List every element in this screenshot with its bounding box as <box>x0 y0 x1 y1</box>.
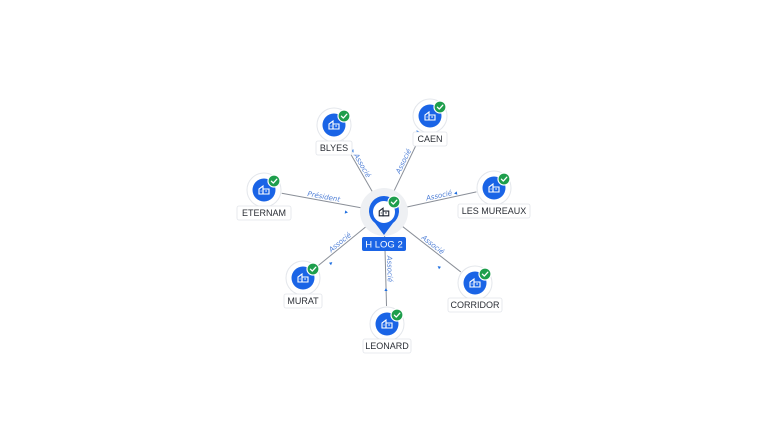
edge-label: Associé <box>419 233 446 257</box>
node-label-text: CORRIDOR <box>451 300 500 310</box>
edge-arrow <box>344 210 348 214</box>
edge-line <box>403 191 477 209</box>
check-icon <box>337 109 351 123</box>
building-icon <box>297 272 309 283</box>
edge-line <box>399 223 462 273</box>
node-label-corridor: CORRIDOR <box>447 297 503 313</box>
building-icon <box>488 182 500 193</box>
center-node[interactable]: H LOG 2 <box>360 188 408 251</box>
building-icon <box>378 207 390 217</box>
edge-line <box>316 224 369 268</box>
center-label-background <box>362 237 406 251</box>
building-icon <box>424 110 436 121</box>
nodes-layer: BLYES CAEN ETERNAM LES MUREAUX MURAT CORRIDOR… <box>236 98 531 354</box>
edge-label: Associé <box>351 151 372 179</box>
label-background <box>457 203 531 219</box>
edge-line <box>281 192 365 209</box>
edge-murat: Associé <box>316 224 369 268</box>
node-label-text: BLYES <box>320 143 348 153</box>
building-icon <box>469 277 481 288</box>
edge-label: Associé <box>385 255 394 283</box>
node-leonard[interactable]: LEONARD <box>362 306 412 354</box>
label-background <box>283 293 323 309</box>
edge-arrow <box>328 262 333 266</box>
building-icon <box>328 119 340 130</box>
node-label-leonard: LEONARD <box>362 338 412 354</box>
node-murat[interactable]: MURAT <box>283 260 323 309</box>
check-icon <box>387 195 401 209</box>
edge-eternam: Président <box>281 190 365 214</box>
edge-label: Associé <box>327 231 354 255</box>
label-background <box>362 338 412 354</box>
check-icon <box>478 267 492 281</box>
check-icon <box>433 100 447 114</box>
label-background <box>236 205 292 221</box>
edge-label: Président <box>307 190 341 204</box>
center-label-text: H LOG 2 <box>365 239 403 250</box>
edge-arrow <box>384 288 388 292</box>
node-corridor[interactable]: CORRIDOR <box>447 265 503 313</box>
node-label-text: CAEN <box>417 134 442 144</box>
node-label-caen: CAEN <box>412 131 448 147</box>
node-label-text: MURAT <box>287 296 319 306</box>
node-label-eternam: ETERNAM <box>236 205 292 221</box>
edge-arrow <box>437 266 441 270</box>
node-blyes[interactable]: BLYES <box>315 107 353 156</box>
node-label-murat: MURAT <box>283 293 323 309</box>
center-label: H LOG 2 <box>362 237 406 251</box>
label-background <box>447 297 503 313</box>
node-eternam[interactable]: ETERNAM <box>236 172 292 221</box>
label-background <box>412 131 448 147</box>
check-icon <box>390 308 404 322</box>
node-label-les-mureaux: LES MUREAUX <box>457 203 531 219</box>
check-icon <box>497 172 511 186</box>
edge-label: Associé <box>424 189 453 203</box>
node-les-mureaux[interactable]: LES MUREAUX <box>457 170 531 219</box>
node-label-text: LEONARD <box>365 341 409 351</box>
check-icon <box>267 174 281 188</box>
check-icon <box>306 262 320 276</box>
node-caen[interactable]: CAEN <box>412 98 448 147</box>
edge-arrow <box>454 191 458 195</box>
building-icon <box>258 184 270 195</box>
label-background <box>315 140 353 156</box>
building-icon <box>381 318 393 329</box>
node-label-blyes: BLYES <box>315 140 353 156</box>
node-label-text: ETERNAM <box>242 208 286 218</box>
edge-corridor: Associé <box>399 223 462 273</box>
node-label-text: LES MUREAUX <box>462 206 527 216</box>
